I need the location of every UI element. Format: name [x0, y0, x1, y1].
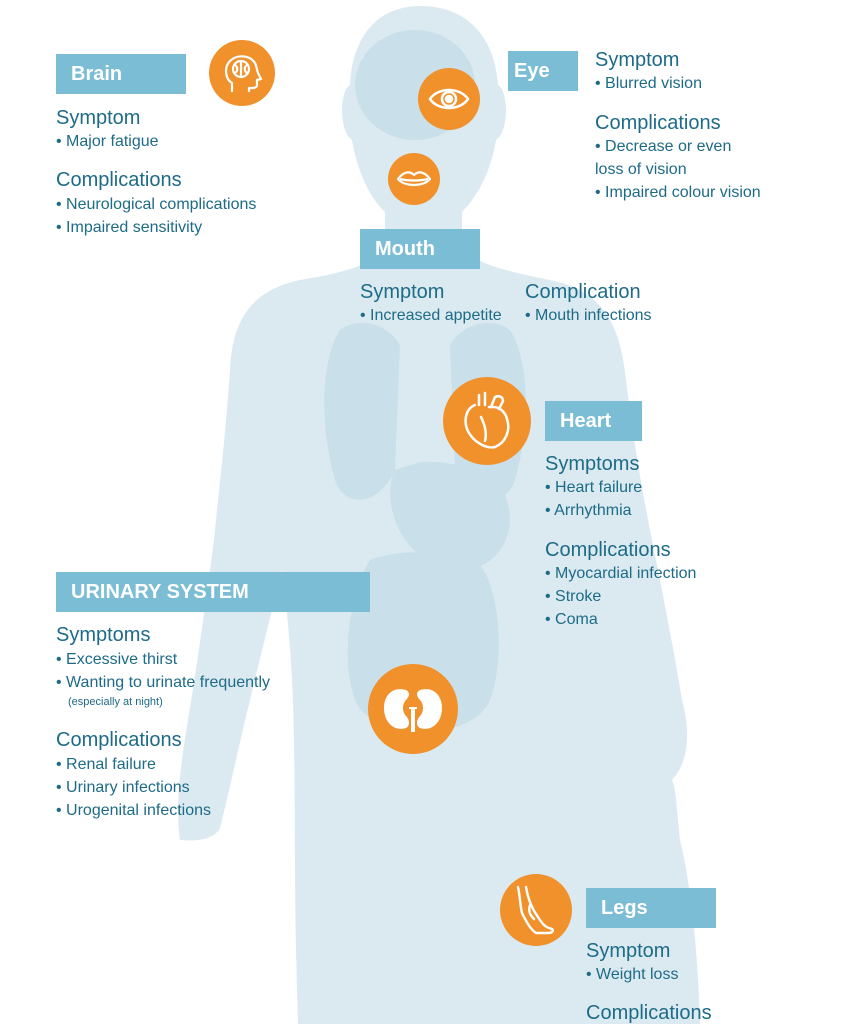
brain-complication-item: • Impaired sensitivity	[56, 219, 203, 236]
urinary-complications-heading: Complications	[56, 729, 182, 751]
heart-complications-heading: Complications	[545, 539, 671, 561]
heart-icon-circle	[443, 377, 531, 465]
brain-label: Brain	[56, 54, 186, 94]
brain-complication-item: • Neurological complications	[56, 196, 257, 213]
heart-complication-item: • Stroke	[545, 588, 602, 605]
eye-complications-heading: Complications	[595, 112, 721, 134]
urinary-system-label: URINARY SYSTEM	[56, 572, 370, 612]
leg-icon	[516, 885, 554, 935]
heart-symptoms-heading: Symptoms	[545, 453, 640, 475]
legs-complications-heading: Complications	[586, 1002, 712, 1024]
eye-complication-item: • Decrease or even	[595, 138, 732, 155]
heart-complication-item: • Coma	[545, 611, 598, 628]
eye-complication-item: • Impaired colour vision	[595, 184, 761, 201]
brain-head-icon	[225, 55, 263, 93]
brain-complications-heading: Complications	[56, 169, 182, 191]
eye-symptom-heading: Symptom	[595, 49, 680, 71]
lips-icon	[396, 171, 432, 187]
stomach-shape	[390, 461, 510, 571]
heart-symptom-item: • Arrhythmia	[545, 502, 632, 519]
eye-icon	[428, 88, 470, 110]
brain-symptom-item: • Major fatigue	[56, 133, 159, 150]
lungs-shape	[324, 322, 400, 500]
brain-icon-circle	[209, 40, 275, 106]
urinary-symptom-item: • Excessive thirst	[56, 651, 178, 668]
heart-label: Heart	[545, 401, 642, 441]
urinary-complication-item: • Urinary infections	[56, 779, 190, 796]
mouth-icon-circle	[388, 153, 440, 205]
mouth-symptom-heading: Symptom	[360, 281, 445, 303]
heart-complication-item: • Myocardial infection	[545, 565, 697, 582]
kidneys-icon-circle	[368, 664, 458, 754]
urinary-complication-item: • Urogenital infections	[56, 802, 212, 819]
eye-complication-item: loss of vision	[595, 161, 687, 178]
kidneys-icon	[384, 689, 442, 732]
brain-symptom-heading: Symptom	[56, 107, 141, 129]
heart-icon	[464, 391, 510, 449]
eye-label: Eye	[508, 51, 578, 91]
eye-icon-circle	[418, 68, 480, 130]
urinary-symptoms-heading: Symptoms	[56, 624, 151, 646]
heart-symptom-item: • Heart failure	[545, 479, 643, 496]
urinary-symptom-item: • Wanting to urinate frequently	[56, 674, 271, 691]
urinary-complication-item: • Renal failure	[56, 756, 156, 773]
legs-icon-circle	[500, 874, 572, 946]
mouth-symptom-item: • Increased appetite	[360, 307, 502, 324]
mouth-label: Mouth	[360, 229, 480, 269]
legs-symptom-item: • Weight loss	[586, 966, 679, 983]
eye-symptom-item: • Blurred vision	[595, 75, 702, 92]
urinary-symptom-note: (especially at night)	[68, 696, 163, 708]
legs-symptom-heading: Symptom	[586, 940, 671, 962]
legs-label: Legs	[586, 888, 716, 928]
mouth-complication-item: • Mouth infections	[525, 307, 652, 324]
mouth-complication-heading: Complication	[525, 281, 641, 303]
